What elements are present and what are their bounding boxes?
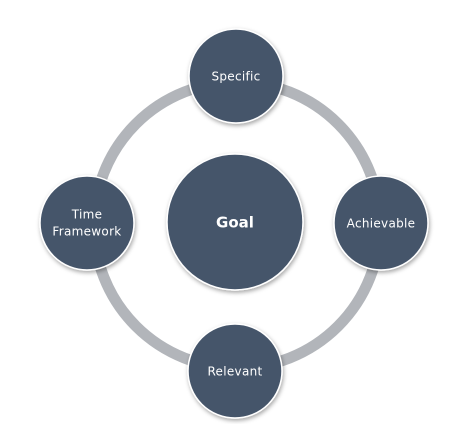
node-achievable: Achievable — [333, 175, 429, 271]
center-node-label: Goal — [216, 214, 254, 232]
node-relevant-label: Relevant — [207, 365, 262, 379]
center-node-goal: Goal — [166, 153, 304, 291]
node-relevant: Relevant — [187, 323, 283, 419]
node-specific: Specific — [188, 28, 284, 124]
node-achievable-label: Achievable — [347, 217, 416, 231]
node-time-framework-label-line2: Framework — [52, 225, 121, 239]
node-specific-label: Specific — [211, 70, 260, 84]
node-time-framework-label-line1: Time — [71, 208, 103, 222]
node-time-framework: Time Framework — [39, 175, 135, 271]
